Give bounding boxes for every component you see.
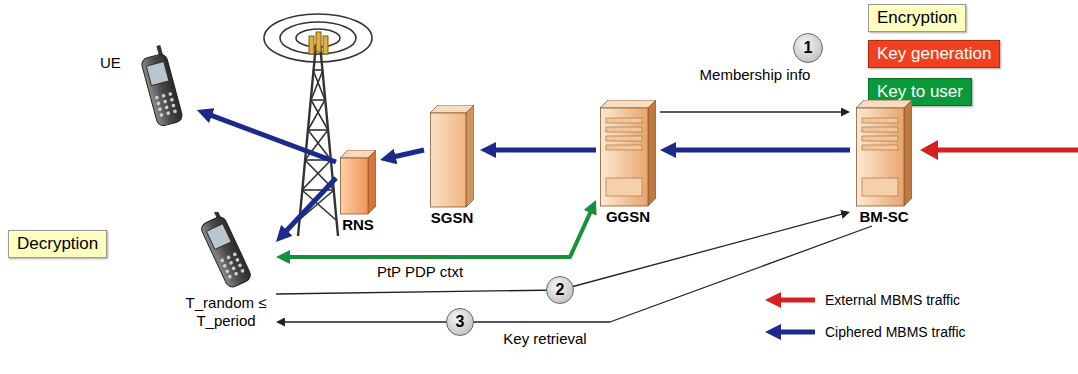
server-icon <box>856 100 912 208</box>
node-label: UE <box>100 54 121 72</box>
phone-icon <box>127 40 197 140</box>
legend-arrow <box>765 290 815 310</box>
connector-arrow <box>491 148 596 153</box>
server-icon <box>600 100 656 208</box>
server-icon <box>340 150 376 216</box>
process-box: Key to user <box>868 78 972 106</box>
connector-arrow <box>660 111 844 112</box>
rns-node: RNS <box>336 150 380 234</box>
server-icon <box>430 105 474 209</box>
server-node: BM-SC <box>850 100 918 226</box>
node-label: RNS <box>342 216 374 234</box>
icon-shape <box>138 44 184 127</box>
edge-label: Membership info <box>697 66 814 83</box>
connector-arrow <box>391 150 424 158</box>
radio-tower <box>264 14 372 236</box>
legend-label: External MBMS traffic <box>825 292 960 308</box>
process-box: Encryption <box>868 4 966 32</box>
callout-number: 2 <box>546 276 574 304</box>
node-label: 2 <box>556 281 565 299</box>
connector-arrow <box>671 148 850 153</box>
node-label: 3 <box>456 313 465 331</box>
node-label: Key to user <box>877 82 963 102</box>
phone-icon <box>176 212 276 292</box>
icon-shape <box>340 150 376 214</box>
handset: UE <box>100 40 197 140</box>
node-label: T_random ≤ T_period <box>176 294 276 330</box>
icon-shape <box>196 212 253 289</box>
process-box: Key generation <box>868 40 1000 68</box>
callout-number: 3 <box>446 308 474 336</box>
process-box: Decryption <box>8 230 107 258</box>
edge-label: PtP PDP ctxt <box>374 263 466 280</box>
callout-number: 1 <box>793 33 823 63</box>
node-label: Encryption <box>877 8 957 28</box>
handset: T_random ≤ T_period <box>176 212 276 330</box>
legend-row: External MBMS traffic <box>765 290 960 310</box>
legend-row: Ciphered MBMS traffic <box>765 322 966 342</box>
icon-shape <box>856 100 912 206</box>
sgsn-node: SGSN <box>424 105 480 227</box>
connector-arrow <box>286 209 592 257</box>
server-node: GGSN <box>596 100 660 226</box>
connector-arrow <box>207 114 336 162</box>
external-traffic-arrow <box>920 140 1078 160</box>
legend-label: Ciphered MBMS traffic <box>825 324 966 340</box>
connector-arrow <box>282 226 872 322</box>
node-label: Decryption <box>17 234 98 254</box>
icon-shape <box>430 105 474 207</box>
node-label: SGSN <box>431 209 474 227</box>
connector-arrow <box>284 178 336 234</box>
legend-arrow <box>765 322 815 342</box>
node-label: BM-SC <box>859 208 908 226</box>
edge-label: Key retrieval <box>500 330 589 347</box>
node-label: Key generation <box>877 44 991 64</box>
icon-shape <box>600 100 656 206</box>
node-label: 1 <box>804 39 813 57</box>
node-label: GGSN <box>606 208 650 226</box>
